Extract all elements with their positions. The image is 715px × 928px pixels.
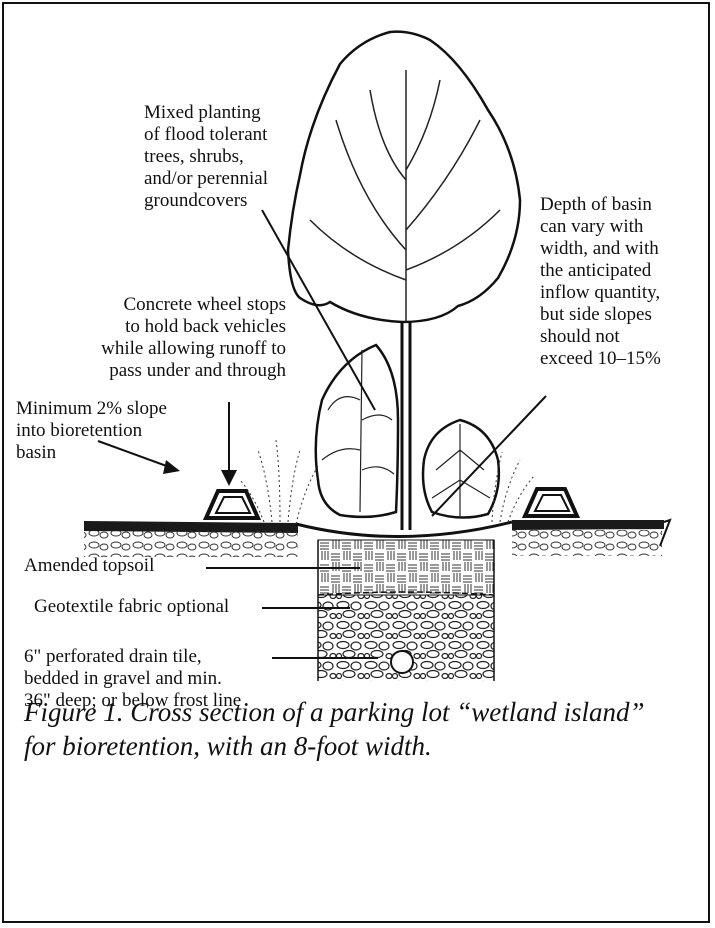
- label-geotextile-fabric: Geotextile fabric optional: [34, 596, 229, 618]
- wheel-stop-left: [206, 491, 258, 518]
- label-minimum-slope: Minimum 2% slope into bioretention basin: [16, 398, 167, 464]
- label-mixed-planting: Mixed planting of flood tolerant trees, …: [144, 102, 268, 212]
- figure-caption: Figure 1. Cross section of a parking lot…: [24, 695, 694, 763]
- shrub-left-illustration: [316, 345, 398, 517]
- label-amended-topsoil: Amended topsoil: [24, 555, 154, 577]
- pavement-right: [512, 520, 670, 556]
- label-basin-depth: Depth of basin can vary with width, and …: [540, 194, 661, 370]
- shrub-right-illustration: [423, 420, 499, 518]
- drain-tile: [391, 651, 413, 673]
- basin-surface: [296, 522, 512, 537]
- pavement-left: [84, 521, 298, 557]
- label-wheel-stops: Concrete wheel stops to hold back vehicl…: [72, 294, 286, 382]
- wheel-stop-right: [525, 489, 577, 516]
